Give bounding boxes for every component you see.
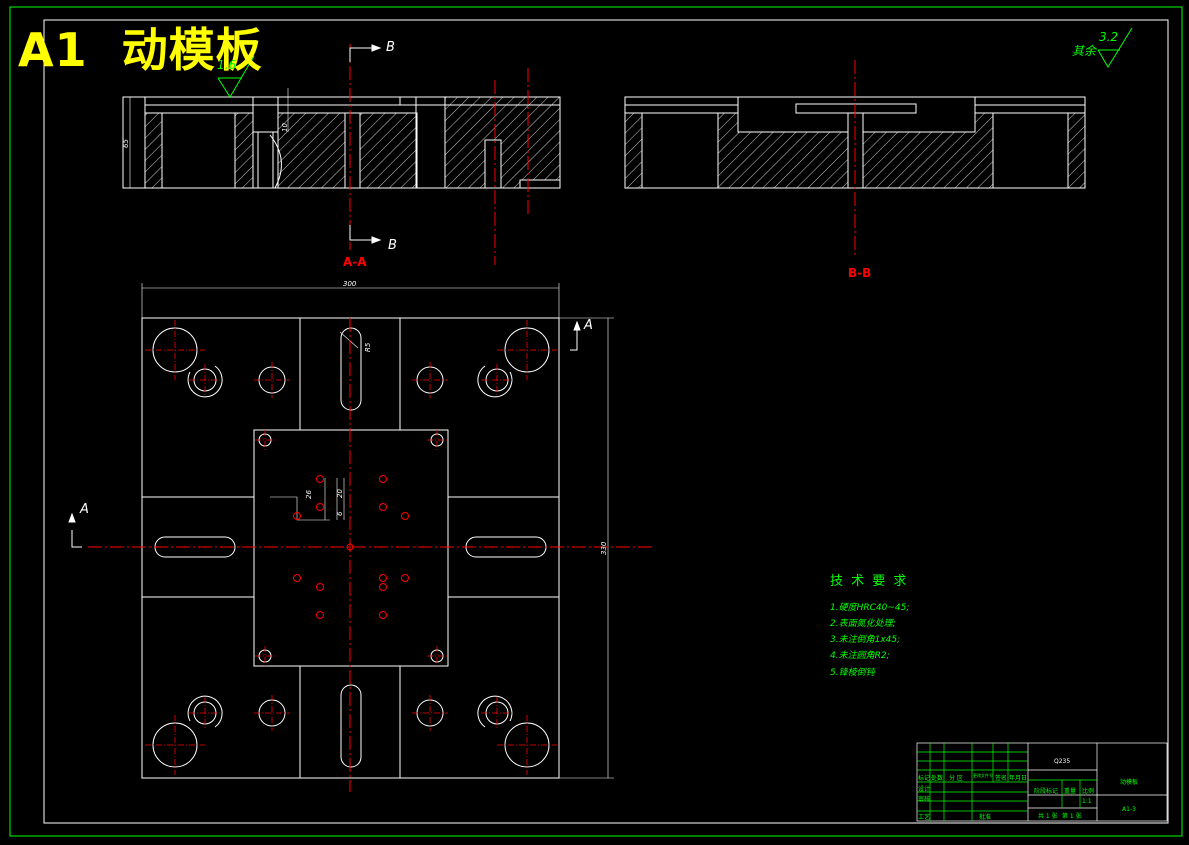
tb-row-4: 签名 [995,775,1008,782]
tb-scale-value: 1:1 [1082,798,1092,805]
ejector-hole [379,503,387,511]
roughness-default-label: 其余 [1072,44,1097,58]
tb-row-2: 分 区 [949,775,963,782]
roughness-default-value: 3.2 [1099,30,1119,44]
section-aa-label: A-A [343,255,367,269]
plan-view [141,283,614,779]
cut-a-top-label: A [584,318,593,333]
section-bb-label: B-B [848,266,872,280]
tech-heading: 技 术 要 求 [830,574,909,589]
dim-small-depth: 10 [281,123,289,132]
tb-material: Q235 [1054,758,1071,765]
tech-item-4: 4.未注圆角R2; [830,651,890,661]
tb-sheets: 共 1 张 [1038,813,1058,820]
ejector-hole [293,574,301,582]
hole-centerlines [145,320,557,775]
tb-row-3: 更改文件号 [973,773,993,778]
ejector-hole [401,512,409,520]
dim-slot-radius: R5 [364,342,372,352]
cut-line-b [349,44,382,244]
outer-border [9,6,1183,837]
tb-row-1: 处数 [931,775,944,782]
ejector-hole [379,574,387,582]
cut-b-top-label: B [386,40,395,55]
drawing-title: A1 动模板 [18,14,263,80]
dim-d2: 20 [336,489,344,498]
roughness-symbol-top-left [217,55,255,98]
tech-item-5: 5.锋棱倒钝 [830,668,875,678]
tb-label-design: 设计 [918,786,931,793]
tech-item-2: 2.表面氮化处理; [830,619,896,629]
ejector-hole [293,512,301,520]
ejector-hole [379,611,387,619]
cut-a-left-label: A [80,502,89,517]
tb-part-name: 动模板 [1120,779,1139,786]
cut-line-a [68,320,581,548]
inner-border [43,19,1169,824]
cut-b-bottom-label: B [388,238,397,253]
section-aa-view [122,88,561,189]
tb-row-5: 年月日 [1009,775,1028,782]
tb-stage-label: 阶段标记 [1034,788,1059,795]
title-block [916,742,1168,822]
title-code: A1 [18,23,88,77]
ejector-hole [316,611,324,619]
roughness-symbol-default [1097,27,1133,68]
ejector-hole [379,475,387,483]
tb-label-approve: 批准 [979,814,992,821]
title-name: 动模板 [121,23,263,77]
ejector-hole [401,574,409,582]
ejector-hole [316,583,324,591]
dim-width: 300 [343,280,357,288]
tb-drawing-no: A1-3 [1122,806,1136,813]
ejector-hole [316,475,324,483]
dim-height: 330 [600,541,608,555]
tb-weight-label: 重量 [1064,788,1077,795]
tech-item-1: 1.硬度HRC40~45; [830,603,910,613]
tb-label-process: 工艺 [918,814,931,821]
dim-d1: 26 [305,490,313,499]
tb-row-0: 标记 [918,775,931,782]
roughness-value-top-left: 1.6 [217,58,237,72]
center-hole [346,543,354,551]
dim-thickness: 65 [122,139,130,148]
dim-d3: 6 [336,511,344,516]
tb-scale-label: 比例 [1082,788,1095,795]
tb-sheet-no: 第 1 张 [1062,813,1082,820]
ejector-hole [379,583,387,591]
ejector-hole [316,503,324,511]
tech-item-3: 3.未注倒角1x45; [830,635,901,645]
ejector-holes [293,475,409,619]
tb-label-review: 审核 [918,796,931,803]
